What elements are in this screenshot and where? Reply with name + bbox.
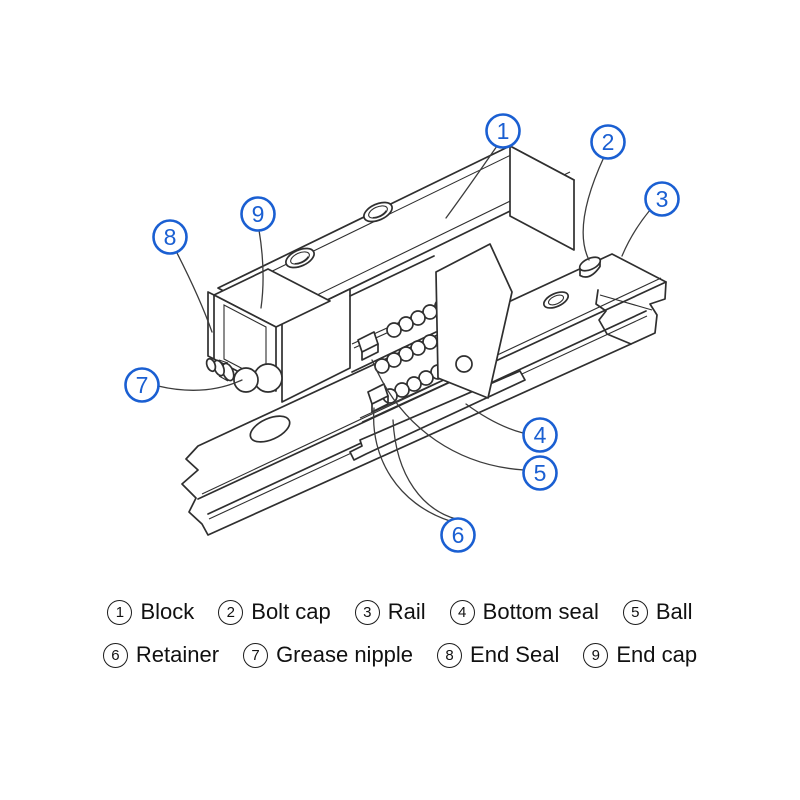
rail-mounting-hole: [249, 415, 291, 443]
grease-nipple: [205, 357, 283, 393]
svg-text:2: 2: [602, 129, 615, 155]
legend-label: End cap: [616, 642, 698, 667]
leader-line-6b: [392, 419, 457, 520]
legend-item-end-cap: 9 End cap: [583, 642, 697, 668]
callout-7: 7: [124, 367, 160, 403]
leader-line-3: [621, 209, 651, 257]
legend-row-2: 6 Retainer 7 Grease nipple 8 End Seal 9 …: [102, 642, 697, 668]
legend-number: 8: [437, 642, 463, 668]
legend-item-bolt-cap: 2 Bolt cap: [218, 599, 331, 625]
block-threaded-hole: [285, 247, 315, 269]
legend-label: Block: [140, 599, 195, 624]
leader-lines: [157, 145, 651, 522]
svg-text:1: 1: [497, 118, 510, 144]
rail-bolt-hole: [542, 291, 570, 309]
legend-label: Grease nipple: [276, 642, 414, 667]
leader-line-7: [157, 379, 243, 391]
legend-number: 9: [583, 642, 609, 668]
legend-label: Ball: [655, 599, 693, 624]
callouts: 1 2 3 4 5 6 7 8: [124, 113, 680, 553]
leader-line-2: [582, 156, 605, 261]
leader-line-1: [445, 145, 498, 219]
legend-item-grease-nipple: 7 Grease nipple: [243, 642, 413, 668]
svg-text:7: 7: [136, 372, 149, 398]
leader-line-9: [258, 229, 264, 309]
legend-number: 2: [218, 599, 244, 625]
legend-label: Bolt cap: [251, 599, 331, 624]
svg-text:4: 4: [534, 422, 547, 448]
legend-label: Retainer: [135, 642, 220, 667]
svg-text:5: 5: [534, 460, 547, 486]
leader-line-6a: [372, 407, 451, 522]
legend-item-rail: 3 Rail: [354, 599, 426, 625]
legend-number: 1: [107, 599, 133, 625]
legend-number: 3: [354, 599, 380, 625]
block: [217, 145, 575, 403]
callout-5: 5: [522, 455, 558, 491]
callout-2: 2: [590, 124, 626, 160]
svg-text:6: 6: [452, 522, 465, 548]
end-seal: [207, 291, 215, 360]
leader-line-4: [465, 403, 524, 434]
legend-number: 7: [243, 642, 269, 668]
legend-number: 6: [102, 642, 128, 668]
legend-item-block: 1 Block: [107, 599, 194, 625]
callout-3: 3: [644, 181, 680, 217]
legend-label: Bottom seal: [482, 599, 599, 624]
legend-label: End Seal: [470, 642, 560, 667]
legend-number: 5: [622, 599, 648, 625]
legend-item-end-seal: 8 End Seal: [437, 642, 559, 668]
callout-8: 8: [152, 219, 188, 255]
svg-text:8: 8: [164, 224, 177, 250]
leader-line-5: [371, 359, 525, 471]
block-threaded-hole: [363, 201, 393, 223]
callout-6: 6: [440, 517, 476, 553]
callout-9: 9: [240, 196, 276, 232]
section-plate: [435, 243, 513, 399]
legend-item-ball: 5 Ball: [622, 599, 693, 625]
callout-1: 1: [485, 113, 521, 149]
legend-label: Rail: [387, 599, 426, 624]
legend-row-1: 1 Block 2 Bolt cap 3 Rail 4 Bottom seal …: [107, 599, 693, 625]
legend-number: 4: [449, 599, 475, 625]
legend-item-bottom-seal: 4 Bottom seal: [449, 599, 599, 625]
svg-text:9: 9: [252, 201, 265, 227]
callout-4: 4: [522, 417, 558, 453]
legend: 1 Block 2 Bolt cap 3 Rail 4 Bottom seal …: [0, 599, 800, 668]
legend-item-retainer: 6 Retainer: [102, 642, 220, 668]
svg-text:3: 3: [656, 186, 669, 212]
retainer-clips: [357, 331, 389, 413]
bolt-cap: [578, 256, 602, 278]
leader-line-8: [175, 250, 213, 333]
